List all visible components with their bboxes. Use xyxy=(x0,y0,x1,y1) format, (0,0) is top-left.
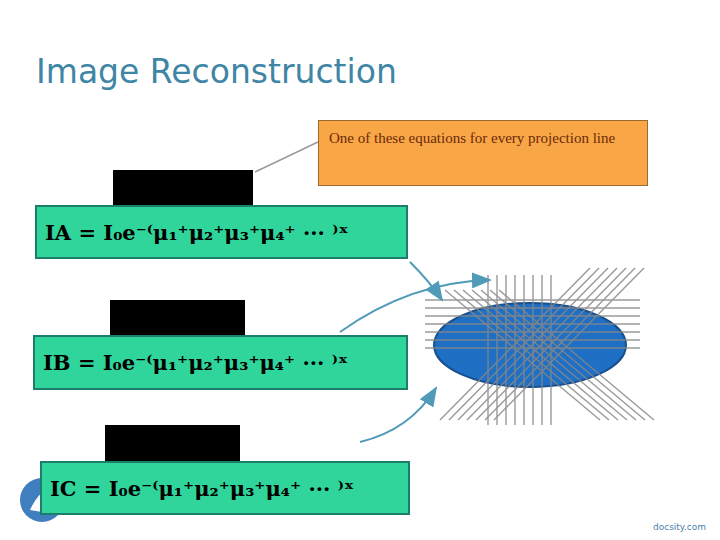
equation-box: IC = I₀e⁻⁽μ₁⁺μ₂⁺μ₃⁺μ₄⁺ ··· ⁾ˣ xyxy=(40,461,410,515)
arrow xyxy=(410,262,442,300)
equation-text: IB = I₀e⁻⁽μ₁⁺μ₂⁺μ₃⁺μ₄⁺ ··· ⁾ˣ xyxy=(43,350,348,375)
equation-box: IB = I₀e⁻⁽μ₁⁺μ₂⁺μ₃⁺μ₄⁺ ··· ⁾ˣ xyxy=(33,335,408,390)
arrow xyxy=(340,280,490,332)
watermark: docsity.com xyxy=(653,522,706,532)
leader-line xyxy=(255,142,318,172)
detector-bar xyxy=(110,300,245,336)
projection-lines xyxy=(425,268,654,425)
callout-text: One of these equations for every project… xyxy=(329,129,637,148)
equation-text: IC = I₀e⁻⁽μ₁⁺μ₂⁺μ₃⁺μ₄⁺ ··· ⁾ˣ xyxy=(50,476,354,501)
slide-title: Image Reconstruction xyxy=(36,52,397,91)
detector-bar xyxy=(113,170,253,206)
arrow xyxy=(360,388,436,442)
callout-box: One of these equations for every project… xyxy=(318,120,648,186)
equation-box: IA = I₀e⁻⁽μ₁⁺μ₂⁺μ₃⁺μ₄⁺ ··· ⁾ˣ xyxy=(35,205,408,259)
equation-text: IA = I₀e⁻⁽μ₁⁺μ₂⁺μ₃⁺μ₄⁺ ··· ⁾ˣ xyxy=(45,220,348,245)
detector-bar xyxy=(105,425,240,462)
